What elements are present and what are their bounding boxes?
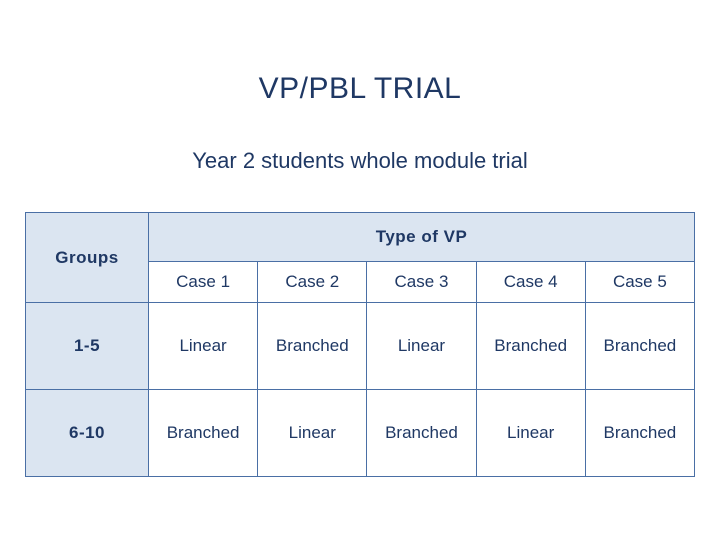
cell-row2-case3: Branched <box>366 389 477 477</box>
cell-row2-case2: Linear <box>257 389 368 477</box>
type-of-vp-header-cell: Type of VP <box>148 212 695 262</box>
vp-table: Groups Type of VP Case 1 Case 2 Case 3 C… <box>25 212 696 477</box>
cell-row2-case5: Branched <box>584 389 696 477</box>
case-header-5: Case 5 <box>584 261 696 303</box>
group-label-2: 6-10 <box>25 389 149 477</box>
cell-row1-case2: Branched <box>257 302 368 390</box>
case-header-1: Case 1 <box>147 261 259 303</box>
case-header-4: Case 4 <box>475 261 586 303</box>
cell-row1-case4: Branched <box>475 302 586 390</box>
table-header-row-1: Groups Type of VP <box>25 212 695 303</box>
page-title: VP/PBL TRIAL <box>258 72 462 105</box>
case-header-3: Case 3 <box>366 261 477 303</box>
group-label-1: 1-5 <box>25 302 149 390</box>
cell-row1-case5: Branched <box>584 302 696 390</box>
table-header-row-2: Case 1 Case 2 Case 3 Case 4 Case 5 <box>26 261 696 303</box>
cell-row1-case1: Linear <box>147 302 259 390</box>
cell-row2-case4: Linear <box>475 389 586 477</box>
table-row: 6-10 Branched Linear Branched Linear Bra… <box>25 389 696 477</box>
table-row: 1-5 Linear Branched Linear Branched Bran… <box>25 302 696 390</box>
cell-row1-case3: Linear <box>366 302 477 390</box>
page-subtitle: Year 2 students whole module trial <box>192 148 528 173</box>
groups-header-cell: Groups <box>25 212 149 303</box>
case-header-2: Case 2 <box>257 261 368 303</box>
cell-row2-case1: Branched <box>147 389 259 477</box>
